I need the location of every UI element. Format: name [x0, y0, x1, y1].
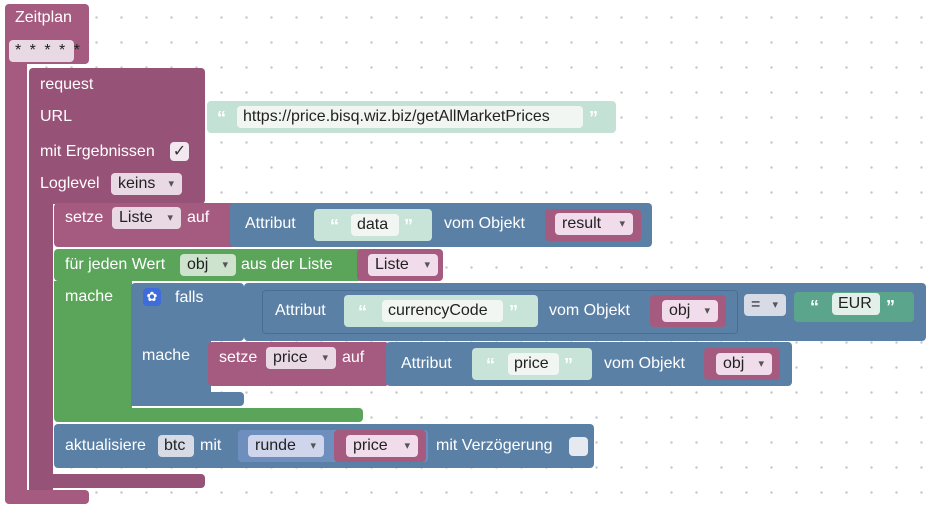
data-text-field[interactable]: data: [351, 214, 399, 236]
schedule-footer: [5, 490, 89, 504]
for-each-label: für jeden Wert: [65, 256, 166, 273]
request-url-label: URL: [40, 108, 73, 125]
delay-checkbox[interactable]: [569, 437, 588, 456]
currency-code-text-field[interactable]: currencyCode: [382, 300, 503, 322]
update-delay-label: mit Verzögerung: [436, 437, 553, 454]
request-loglevel-label: Loglevel: [40, 175, 100, 192]
update-state-field[interactable]: btc: [158, 435, 194, 457]
set-list-label: setze: [65, 209, 104, 226]
price-text-field[interactable]: price: [508, 353, 559, 375]
set-price-to-label: auf: [342, 349, 365, 366]
round-dropdown[interactable]: runde: [248, 435, 324, 457]
value-var-dropdown[interactable]: price: [346, 435, 418, 457]
request-footer: [29, 474, 205, 488]
url-quote-open-icon: “: [217, 108, 226, 128]
currency-quote-open-icon: “: [358, 302, 367, 322]
update-with-label: mit: [200, 437, 222, 454]
currency-from-object-label: vom Objekt: [549, 302, 630, 319]
if-footer: [131, 392, 244, 406]
data-quote-close-icon: ”: [404, 216, 413, 236]
for-each-from-list-label: aus der Liste: [241, 256, 333, 273]
price-obj-var-dropdown[interactable]: obj: [716, 353, 772, 375]
data-quote-open-icon: “: [330, 216, 339, 236]
request-with-results-label: mit Ergebnissen: [40, 143, 155, 160]
if-do-label: mache: [142, 347, 191, 364]
eur-quote-open-icon: “: [810, 297, 819, 317]
set-list-to-label: auf: [187, 209, 210, 226]
set-price-var-dropdown[interactable]: price: [266, 347, 336, 369]
eur-quote-close-icon: ”: [886, 297, 895, 317]
set-list-var-dropdown[interactable]: Liste: [112, 207, 181, 229]
for-each-do-label: mache: [65, 288, 114, 305]
for-each-footer: [54, 408, 363, 422]
gear-icon[interactable]: ✿: [143, 288, 161, 306]
url-quote-close-icon: ”: [589, 108, 598, 128]
list-attribute-label: Attribut: [245, 215, 296, 232]
request-label: request: [40, 76, 94, 93]
list-var-dropdown[interactable]: Liste: [368, 254, 438, 276]
price-attribute-label: Attribut: [401, 355, 452, 372]
result-var-dropdown[interactable]: result: [555, 213, 633, 235]
schedule-label: Zeitplan: [15, 9, 72, 26]
if-label: falls: [175, 289, 204, 306]
price-from-object-label: vom Objekt: [604, 355, 685, 372]
update-label: aktualisiere: [65, 437, 146, 454]
for-each-var-dropdown[interactable]: obj: [180, 254, 236, 276]
price-quote-open-icon: “: [486, 355, 495, 375]
request-spine: [29, 200, 53, 490]
price-quote-close-icon: ”: [564, 355, 573, 375]
set-price-label: setze: [219, 349, 258, 366]
currency-obj-var-dropdown[interactable]: obj: [662, 300, 718, 322]
currency-quote-close-icon: ”: [509, 302, 518, 322]
schedule-cron-field[interactable]: * * * * *: [9, 40, 80, 62]
compare-operator-dropdown[interactable]: =: [744, 294, 786, 316]
schedule-spine: [5, 60, 27, 502]
eur-text-field[interactable]: EUR: [832, 293, 880, 315]
currency-attribute-label: Attribut: [275, 302, 326, 319]
with-results-checkbox[interactable]: ✓: [170, 142, 189, 161]
loglevel-dropdown[interactable]: keins: [111, 173, 182, 195]
url-text-field[interactable]: https://price.bisq.wiz.biz/getAllMarketP…: [237, 106, 583, 128]
list-from-object-label: vom Objekt: [444, 215, 525, 232]
for-each-spine: [54, 281, 132, 411]
